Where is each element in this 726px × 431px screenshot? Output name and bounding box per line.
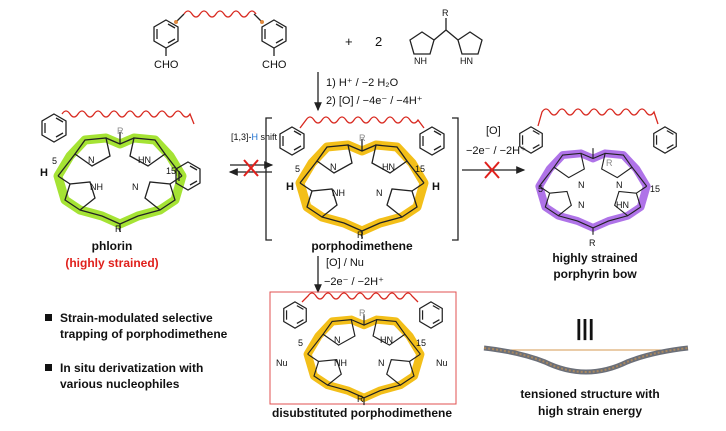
- r-label: R: [115, 224, 122, 234]
- position-15: 15: [650, 184, 660, 194]
- equivalents: 2: [375, 34, 382, 49]
- n-label: N: [88, 155, 95, 165]
- phlorin-structure: R N HN NH N R 5 15 H: [40, 110, 201, 234]
- nu-label: Nu: [436, 358, 448, 368]
- bullet-text: In situ derivatization with: [60, 361, 203, 375]
- r-label: R: [606, 158, 613, 168]
- phlorin-label: phlorin: [92, 239, 133, 253]
- n-label: N: [578, 180, 585, 190]
- oxidation-right-condition: −2e⁻ / −2H⁺: [466, 145, 526, 157]
- bow-caption: tensioned structure with: [520, 387, 659, 401]
- bullet-text: trapping of porphodimethene: [60, 327, 228, 341]
- position-5: 5: [295, 164, 300, 174]
- porphodimethene-label: porphodimethene: [311, 239, 413, 253]
- r-label: R: [442, 8, 449, 18]
- bow-caption: high strain energy: [538, 404, 642, 418]
- position-15: 15: [166, 166, 176, 176]
- porphyrin-bow-label: porphyrin bow: [553, 267, 637, 281]
- plus-sign: +: [345, 34, 353, 49]
- position-5: 5: [298, 338, 303, 348]
- hn-label: HN: [382, 162, 395, 172]
- position-5: 5: [538, 184, 543, 194]
- hn-label: HN: [460, 56, 473, 66]
- h-label: H: [286, 181, 294, 193]
- nucleophile-condition: −2e⁻ / −2H⁺: [324, 276, 384, 288]
- n-label: N: [330, 162, 337, 172]
- cho-label: CHO: [262, 59, 287, 71]
- n-label: N: [578, 200, 585, 210]
- n-label: N: [616, 180, 623, 190]
- r-label: R: [117, 126, 124, 136]
- hn-label: HN: [380, 335, 393, 345]
- step1-condition: 1) H⁺ / −2 H₂O: [326, 77, 399, 89]
- dipyrromethane-reagent: R NH HN: [409, 8, 483, 66]
- disubstituted-label: disubstituted porphodimethene: [272, 406, 452, 420]
- hn-label: HN: [138, 155, 151, 165]
- phlorin-note: (highly strained): [65, 256, 158, 270]
- porphodimethene-structure: R N HN NH N R 5 15 H H: [279, 116, 445, 240]
- porphyrin-bow-label: highly strained: [552, 251, 637, 265]
- nh-label: NH: [334, 358, 347, 368]
- highlight-box: [269, 291, 457, 405]
- bullet-icon: [45, 314, 52, 321]
- bullet-icon: [45, 364, 52, 371]
- nucleophile-reagent: [O] / Nu: [326, 257, 364, 269]
- bullet-text: various nucleophiles: [60, 377, 180, 391]
- benzene-ring-right: [261, 19, 287, 49]
- porphyrin-bow-structure: R N N N HN R 5 15: [519, 108, 677, 248]
- r-label: R: [357, 230, 364, 240]
- nu-label: Nu: [276, 358, 288, 368]
- shift-label: [1,3]-H shift: [231, 132, 278, 142]
- step2-condition: 2) [O] / −4e⁻ / −4H⁺: [326, 95, 423, 107]
- n-label: N: [132, 182, 139, 192]
- r-label: R: [357, 394, 364, 404]
- disubstituted-structure: R N HN NH N R 5 15 Nu Nu: [276, 292, 448, 405]
- n-label: N: [378, 358, 385, 368]
- h-label: H: [40, 167, 48, 179]
- bullet-text: Strain-modulated selective: [60, 311, 213, 325]
- r-label: R: [359, 308, 366, 318]
- equivalence-symbol: |||: [576, 315, 594, 340]
- tautomer-equilibrium: [1,3]-H shift: [228, 132, 278, 177]
- blocked-x-icon: [484, 161, 500, 179]
- bow-illustration: [483, 345, 689, 375]
- cho-label: CHO: [154, 59, 179, 71]
- blocked-x-icon: [243, 159, 259, 177]
- nh-label: NH: [332, 188, 345, 198]
- bullet-list: Strain-modulated selective trapping of p…: [45, 311, 228, 391]
- n-label: N: [334, 335, 341, 345]
- nh-label: NH: [414, 56, 427, 66]
- nh-label: NH: [90, 182, 103, 192]
- h-label: H: [432, 181, 440, 193]
- brackets: [265, 117, 459, 241]
- tether-wave: [183, 10, 257, 18]
- position-15: 15: [415, 164, 425, 174]
- benzene-ring-left: [153, 19, 179, 49]
- position-5: 5: [52, 156, 57, 166]
- r-label: R: [359, 133, 366, 143]
- r-label: R: [589, 238, 596, 248]
- position-15: 15: [416, 338, 426, 348]
- oxidation-right-reagent: [O]: [486, 125, 501, 137]
- n-label: N: [376, 188, 383, 198]
- hn-label: HN: [616, 200, 629, 210]
- dialdehyde-reagent: CHO CHO: [153, 10, 287, 71]
